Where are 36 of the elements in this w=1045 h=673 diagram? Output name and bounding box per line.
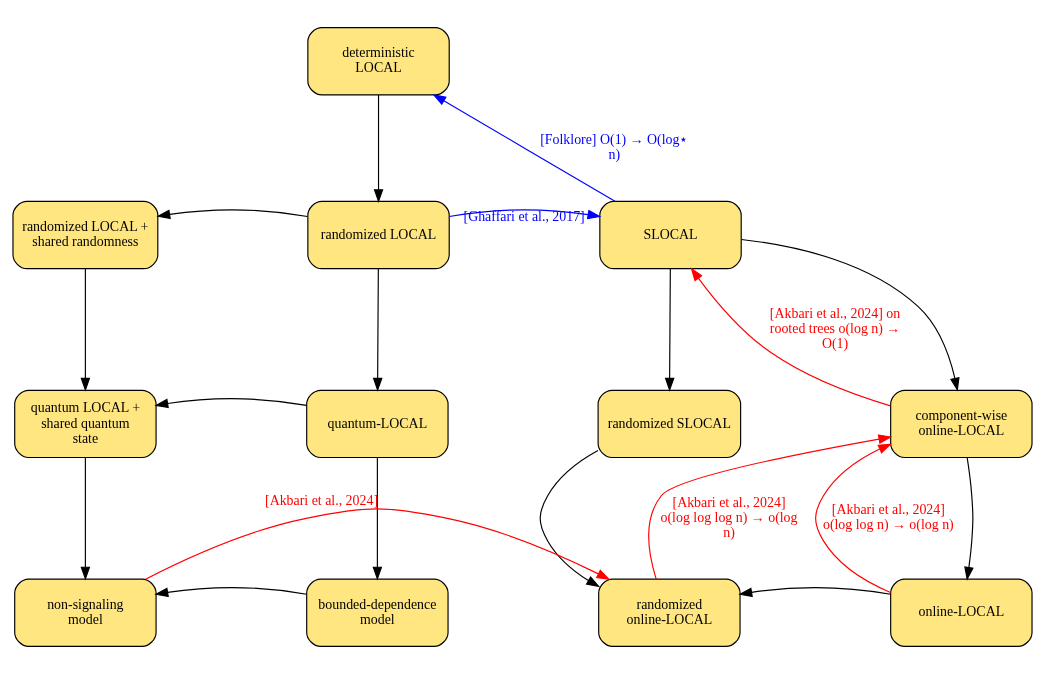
arrow xyxy=(432,93,616,202)
node-box: quantum LOCAL + shared quantum state xyxy=(14,389,157,458)
arrow xyxy=(690,266,892,406)
arrow xyxy=(815,443,893,593)
arrow xyxy=(738,586,892,597)
arrow xyxy=(648,433,893,580)
node-box: randomized online-LOCAL xyxy=(598,578,741,647)
arrow xyxy=(373,94,384,203)
arrow xyxy=(664,267,675,392)
node-box: component-wise online-LOCAL xyxy=(890,389,1033,458)
arrow xyxy=(448,208,602,219)
arrow xyxy=(539,449,601,587)
node-box: non-signaling model xyxy=(14,578,157,647)
node-box: quantum-LOCAL xyxy=(306,389,449,458)
node-box: randomized SLOCAL xyxy=(597,389,742,458)
edge-label: [Akbari et al., 2024] xyxy=(265,492,379,508)
edge-label: [Folklore] O(1) → O(log⋆ n) xyxy=(540,131,689,162)
arrow xyxy=(80,267,91,392)
arrow xyxy=(144,507,611,580)
edge-label: [Akbari et al., 2024] o(log log n) → o(log n) xyxy=(822,501,954,532)
node-box: bounded-dependence model xyxy=(306,578,449,647)
arrow xyxy=(154,586,308,597)
edge-label: [Ghaffari et al., 2017] xyxy=(463,208,585,224)
arrow xyxy=(372,267,383,392)
node-box: SLOCAL xyxy=(599,200,742,269)
edge-label: [Akbari et al., 2024] o(log log log n) → o(log n) xyxy=(660,494,798,540)
node-box: randomized LOCAL xyxy=(307,200,450,269)
arrow xyxy=(156,208,309,219)
node-box: deterministic LOCAL xyxy=(307,26,450,95)
node-box: randomized LOCAL + shared randomness xyxy=(12,200,159,269)
edge-label: [Akbari et al., 2024] on rooted trees o(log n) → O(1) xyxy=(769,305,901,351)
arrow xyxy=(964,456,974,581)
arrow xyxy=(80,456,91,581)
arrow xyxy=(154,397,308,408)
node-box: online-LOCAL xyxy=(890,578,1033,647)
arrow xyxy=(740,238,960,391)
